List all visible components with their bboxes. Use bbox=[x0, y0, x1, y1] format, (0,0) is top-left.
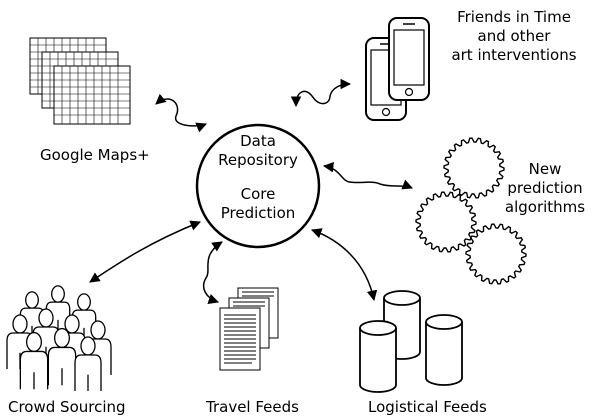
label-new-prediction-algorithms: New prediction algorithms bbox=[500, 160, 590, 217]
label-travel-feeds: Travel Feeds bbox=[206, 398, 299, 416]
arrow-crowd bbox=[89, 220, 201, 283]
friends-line-3: art interventions bbox=[451, 46, 577, 64]
arrow-travel bbox=[202, 241, 223, 304]
hub-line-repository: Repository bbox=[218, 151, 298, 169]
label-google-maps: Google Maps+ bbox=[40, 146, 150, 164]
map-grid-icon bbox=[29, 37, 131, 125]
arrow-algorithms bbox=[322, 161, 413, 190]
arrow-friends bbox=[290, 78, 352, 108]
algorithms-line-2: prediction bbox=[507, 179, 583, 197]
label-crowd-sourcing: Crowd Sourcing bbox=[8, 398, 126, 416]
algorithms-line-3: algorithms bbox=[504, 198, 586, 216]
hub-label-top: Data Repository bbox=[208, 132, 308, 170]
smartphones-icon bbox=[365, 17, 430, 121]
hub-circle bbox=[195, 123, 321, 249]
label-logistical-feeds: Logistical Feeds bbox=[368, 398, 487, 416]
person-figure bbox=[47, 327, 77, 386]
friends-line-2: and other bbox=[477, 27, 551, 45]
hub-line-core: Core bbox=[240, 185, 276, 203]
arrow-logistical bbox=[311, 228, 378, 302]
connectors bbox=[89, 78, 413, 304]
person-figure bbox=[74, 336, 102, 391]
cylinders-icon bbox=[359, 290, 463, 393]
arrow-google-maps bbox=[155, 93, 207, 133]
hub-label-bottom: Core Prediction bbox=[208, 185, 308, 223]
person-figure bbox=[19, 331, 49, 390]
algorithms-line-1: New bbox=[528, 160, 562, 178]
gear-shape bbox=[443, 137, 505, 199]
gear-shape bbox=[465, 223, 527, 285]
label-friends-in-time: Friends in Time and other art interventi… bbox=[444, 8, 584, 65]
documents-icon bbox=[219, 287, 279, 371]
people-icon bbox=[6, 285, 112, 391]
gears-icon bbox=[415, 137, 527, 285]
friends-line-1: Friends in Time bbox=[457, 8, 571, 26]
gear-shape bbox=[415, 191, 477, 253]
hub-line-data: Data bbox=[240, 132, 276, 150]
hub-line-prediction: Prediction bbox=[220, 204, 296, 222]
